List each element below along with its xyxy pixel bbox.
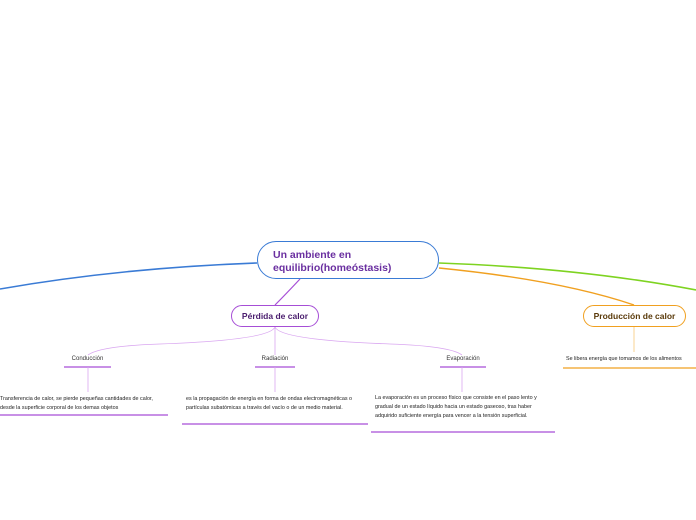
subtopic-evaporacion-label: Evaporación	[446, 356, 480, 362]
note-produccion-text: Se libera energía que tomamos de los ali…	[566, 356, 682, 362]
topic-perdida-label: Pérdida de calor	[241, 311, 309, 321]
note-evaporacion-text: La evaporación es un proceso físico que …	[375, 395, 537, 419]
branch-line-purple	[274, 278, 301, 306]
central-topic-label: Un ambiente en equilibrio(homeóstasis)	[273, 249, 392, 274]
subtopic-evaporacion[interactable]: Evaporación	[440, 356, 486, 362]
subtopic-radiacion-label: Radiación	[261, 356, 289, 362]
branch-line-green	[438, 262, 696, 291]
subtopic-radiacion[interactable]: Radiación	[255, 356, 295, 362]
subtopic-conduccion[interactable]: Conducción	[64, 356, 111, 362]
link-conduccion	[87, 326, 276, 356]
branch-line-blue	[0, 262, 258, 290]
note-conduccion[interactable]: Transferencia de calor, se pierde pequeñ…	[0, 395, 168, 413]
note-radiacion[interactable]: es la propagación de energía en forma de…	[186, 395, 366, 413]
central-topic[interactable]: Un ambiente en equilibrio(homeóstasis)	[257, 241, 439, 279]
topic-perdida-de-calor[interactable]: Pérdida de calor	[231, 305, 319, 327]
subtopic-conduccion-label: Conducción	[71, 356, 104, 362]
note-produccion[interactable]: Se libera energía que tomamos de los ali…	[566, 355, 696, 364]
note-radiacion-text: es la propagación de energía en forma de…	[186, 396, 353, 411]
link-evaporacion	[274, 326, 463, 356]
branch-line-orange	[438, 267, 635, 306]
topic-produccion-de-calor[interactable]: Producción de calor	[583, 305, 686, 327]
topic-produccion-label: Producción de calor	[593, 311, 676, 321]
note-evaporacion[interactable]: La evaporación es un proceso físico que …	[375, 394, 553, 421]
note-conduccion-text: Transferencia de calor, se pierde pequeñ…	[0, 396, 153, 411]
